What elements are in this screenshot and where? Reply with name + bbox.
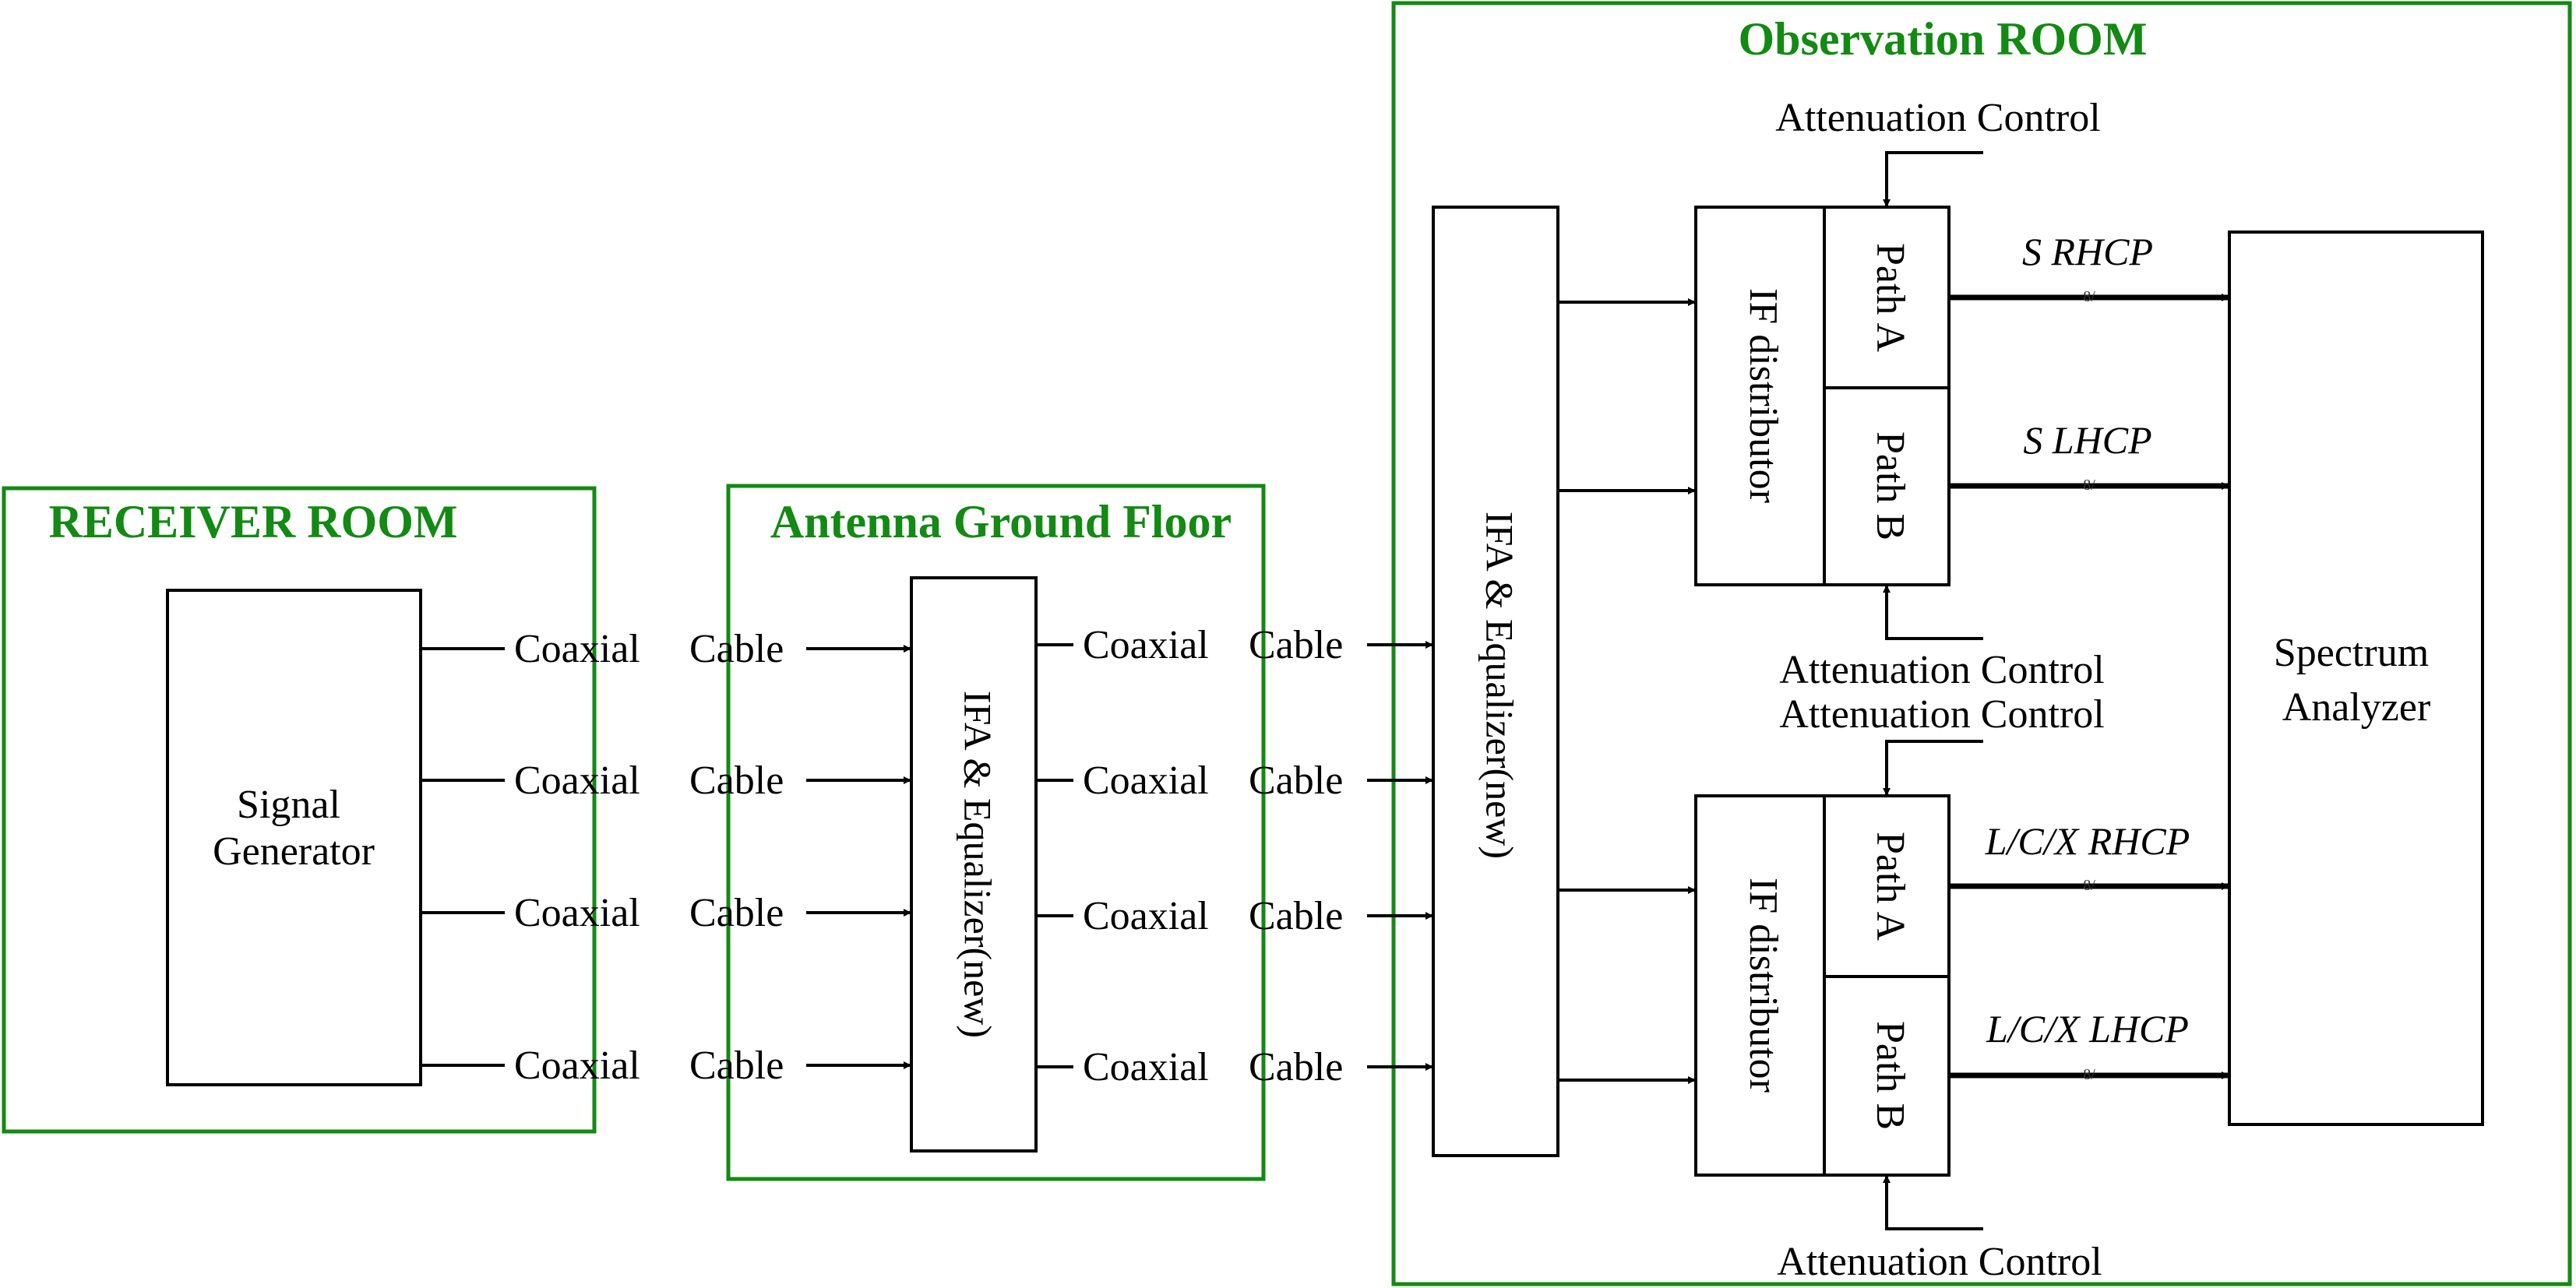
coaxial-cable-link: Coaxial Cable: [421, 891, 911, 935]
svg-text:Cable: Cable: [1249, 623, 1343, 667]
svg-text:Cable: Cable: [1249, 1045, 1343, 1089]
output-lcx-lhcp: L/C/X LHCP 8/: [1949, 1007, 2229, 1083]
svg-text:Coaxial: Coaxial: [514, 627, 640, 671]
svg-text:L/C/X LHCP: L/C/X LHCP: [1986, 1007, 2189, 1050]
coaxial-cable-link: Coaxial Cable: [1036, 623, 1433, 667]
if-distributor-lower-label: IF distributor: [1741, 878, 1785, 1093]
receiver-room-title: RECEIVER ROOM: [48, 496, 457, 547]
svg-text:8/: 8/: [2083, 877, 2095, 894]
svg-text:Coaxial: Coaxial: [514, 758, 640, 803]
output-s-rhcp: S RHCP 8/: [1949, 230, 2229, 305]
ifa-equalizer-ground-block: IFA & Equalizer(new): [910, 576, 1038, 1153]
svg-text:Attenuation Control: Attenuation Control: [1779, 648, 2104, 692]
attenuation-control-bottom: Attenuation Control: [1777, 1175, 2102, 1284]
signal-generator-label-line1: Signal: [237, 783, 340, 827]
spectrum-analyzer-label-line1: Spectrum: [2274, 631, 2429, 675]
svg-text:8/: 8/: [2083, 1066, 2095, 1083]
svg-text:S RHCP: S RHCP: [2022, 230, 2153, 273]
coaxial-cable-link: Coaxial Cable: [1036, 1045, 1433, 1089]
ifa-equalizer-observation-block: IFA & Equalizer(new): [1432, 206, 1559, 1157]
if-distributor-upper: IF distributor Path A Path B: [1694, 206, 1951, 586]
ifa-to-distributor-arrows: [1558, 298, 1696, 1084]
svg-text:Signal Generator: Signal Generator: [213, 783, 375, 874]
attenuation-control-top: Attenuation Control: [1775, 96, 2101, 207]
path-a-upper-label: Path A: [1868, 243, 1912, 353]
cables-stage1: Coaxial Cable Coaxial Cable Coaxial Cabl…: [421, 627, 911, 1088]
svg-text:Cable: Cable: [689, 1043, 784, 1088]
coaxial-cable-link: Coaxial Cable: [1036, 758, 1433, 803]
svg-text:Coaxial: Coaxial: [1083, 623, 1209, 667]
svg-text:Coaxial: Coaxial: [1083, 1045, 1209, 1089]
output-lcx-rhcp: L/C/X RHCP 8/: [1949, 819, 2229, 894]
svg-text:Attenuation Control: Attenuation Control: [1775, 96, 2100, 140]
signal-generator-label-line2: Generator: [213, 829, 375, 874]
svg-text:Cable: Cable: [689, 758, 784, 803]
svg-text:Spectrum Analyzer: Spectrum Analyzer: [2274, 631, 2439, 730]
coaxial-cable-link: Coaxial Cable: [421, 627, 911, 671]
path-b-lower-label: Path B: [1868, 1021, 1912, 1130]
cables-stage2: Coaxial Cable Coaxial Cable Coaxial Cabl…: [1036, 623, 1433, 1089]
coaxial-cable-link: Coaxial Cable: [421, 1043, 911, 1088]
svg-text:Coaxial: Coaxial: [514, 891, 640, 935]
ifa-equalizer-ground-label: IFA & Equalizer(new): [957, 691, 1000, 1038]
if-distributor-lower: IF distributor Path A Path B: [1694, 794, 1951, 1177]
coaxial-cable-link: Coaxial Cable: [1036, 894, 1433, 938]
observation-room-title: Observation ROOM: [1739, 13, 2148, 65]
svg-text:Coaxial: Coaxial: [1083, 894, 1209, 938]
path-a-lower-label: Path A: [1868, 832, 1912, 941]
attenuation-control-lower-top: Attenuation Control: [1779, 692, 2105, 796]
svg-text:Cable: Cable: [1249, 894, 1343, 938]
antenna-ground-floor-room: Antenna Ground Floor: [726, 484, 1266, 1181]
svg-text:8/: 8/: [2083, 288, 2095, 305]
spectrum-analyzer-label-line2: Analyzer: [2282, 685, 2431, 730]
ifa-equalizer-observation-label: IFA & Equalizer(new): [1478, 512, 1522, 859]
antenna-ground-floor-title: Antenna Ground Floor: [770, 496, 1232, 547]
svg-text:Cable: Cable: [689, 627, 784, 671]
attenuation-control-upper-bottom: Attenuation Control: [1779, 585, 2105, 692]
receiver-room: RECEIVER ROOM: [2, 486, 597, 1134]
svg-text:Attenuation Control: Attenuation Control: [1777, 1240, 2102, 1284]
svg-text:8/: 8/: [2083, 477, 2095, 494]
signal-generator-block: Signal Generator: [166, 589, 422, 1086]
svg-text:Cable: Cable: [689, 891, 784, 935]
svg-text:Coaxial: Coaxial: [1083, 758, 1209, 803]
path-b-upper-label: Path B: [1868, 431, 1912, 540]
coaxial-cable-link: Coaxial Cable: [421, 758, 911, 803]
svg-text:Cable: Cable: [1249, 758, 1343, 803]
output-s-lhcp: S LHCP 8/: [1949, 418, 2229, 494]
svg-text:L/C/X RHCP: L/C/X RHCP: [1985, 819, 2190, 863]
svg-text:Coaxial: Coaxial: [514, 1043, 640, 1088]
svg-text:S LHCP: S LHCP: [2023, 418, 2151, 462]
if-distributor-upper-label: IF distributor: [1741, 288, 1785, 503]
svg-text:Attenuation Control: Attenuation Control: [1779, 692, 2104, 737]
spectrum-analyzer-block: Spectrum Analyzer: [2228, 231, 2484, 1126]
